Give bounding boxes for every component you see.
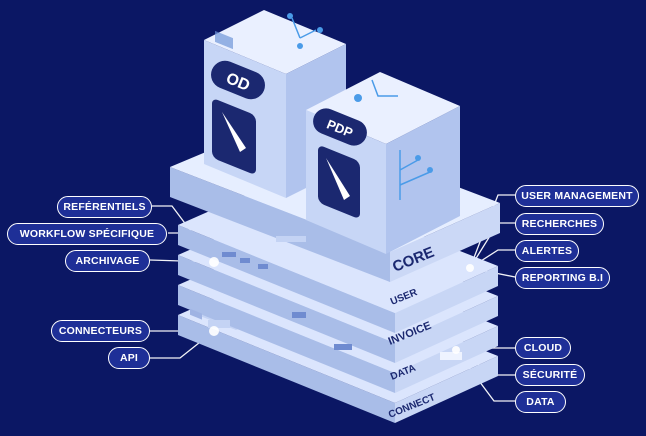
tag-securite: SÉCURITÉ [515,364,585,386]
tag-connecteurs: CONNECTEURS [51,320,150,342]
module-od [204,10,346,198]
tag-alertes: ALERTES [515,240,579,262]
tag-api: API [108,347,150,369]
tag-recherches: RECHERCHES [515,213,604,235]
tag-workflow-specifique: WORKFLOW SPÉCIFIQUE [7,223,167,245]
tag-user-management: USER MANAGEMENT [515,185,639,207]
connection-dots [209,257,474,354]
tag-referentiels: REFÉRENTIELS [57,196,152,218]
tag-reporting-bi: REPORTING B.I [515,267,610,289]
tag-cloud: CLOUD [515,337,571,359]
module-pdp [306,72,460,254]
tag-data: DATA [515,391,566,413]
tag-archivage: ARCHIVAGE [65,250,150,272]
layer-chips [190,236,462,360]
